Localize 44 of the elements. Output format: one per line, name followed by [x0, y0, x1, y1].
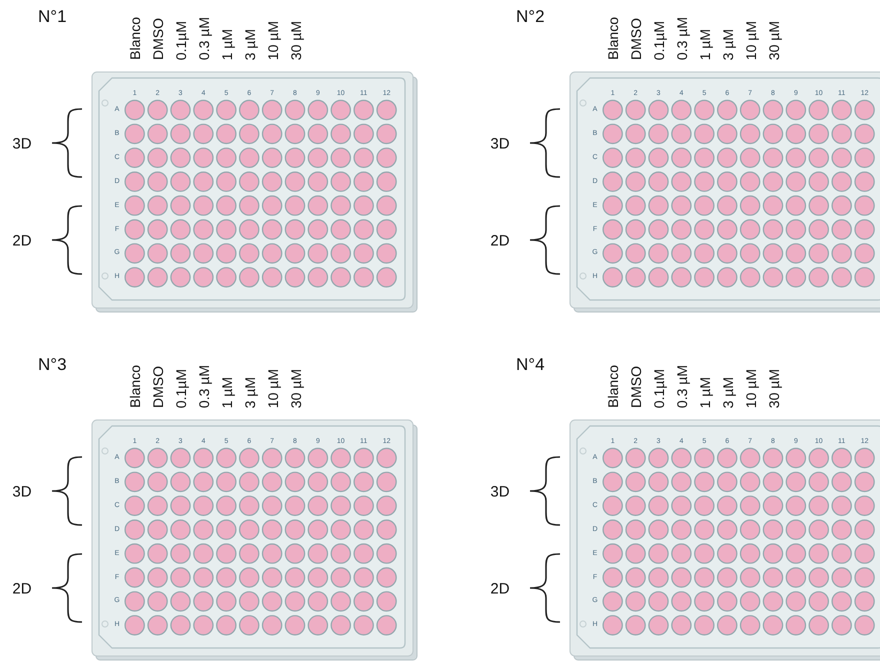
- column-header: Blanco: [127, 17, 144, 60]
- column-header: 0.3 µM: [196, 364, 212, 408]
- column-header: 30 µM: [288, 20, 304, 60]
- plate-title: N°2: [516, 7, 545, 27]
- group-label: 2D: [490, 232, 510, 250]
- group-label: 3D: [490, 484, 510, 500]
- column-header: Blanco: [605, 365, 622, 408]
- column-header: DMSO: [628, 18, 644, 60]
- plate-title: N°1: [38, 7, 67, 27]
- column-header: 3 µM: [720, 28, 736, 60]
- group-label: 3D: [12, 136, 32, 152]
- column-header: 1 µM: [696, 376, 713, 408]
- column-header: 10 µM: [264, 20, 281, 60]
- column-header: 10 µM: [742, 368, 759, 408]
- column-header: 10 µM: [264, 368, 281, 408]
- column-header: Blanco: [605, 17, 622, 60]
- column-header: 0.1µM: [173, 20, 189, 60]
- column-header: DMSO: [150, 18, 166, 60]
- column-header: 0.1µM: [173, 368, 189, 408]
- column-header: 1 µM: [218, 28, 235, 60]
- group-label: 2D: [490, 580, 510, 598]
- column-header: 0.3 µM: [674, 364, 690, 408]
- plate-title: N°4: [516, 355, 545, 375]
- column-header: 0.3 µM: [196, 16, 212, 60]
- column-header: 30 µM: [288, 368, 304, 408]
- group-label: 2D: [12, 232, 32, 250]
- column-header: 1 µM: [218, 376, 235, 408]
- column-header: DMSO: [628, 366, 644, 408]
- column-header: Blanco: [127, 365, 144, 408]
- group-label: 2D: [12, 580, 32, 598]
- plate-title: N°3: [38, 355, 67, 375]
- column-header: 3 µM: [242, 376, 258, 408]
- group-label: 3D: [12, 484, 32, 500]
- column-header: 3 µM: [720, 376, 736, 408]
- column-header: 1 µM: [696, 28, 713, 60]
- column-header: 0.1µM: [651, 20, 667, 60]
- column-header: 30 µM: [766, 20, 782, 60]
- column-header: 30 µM: [766, 368, 782, 408]
- column-header: 3 µM: [242, 28, 258, 60]
- group-label: 3D: [490, 136, 510, 152]
- column-header: 0.1µM: [651, 368, 667, 408]
- column-header: 0.3 µM: [674, 16, 690, 60]
- column-header: DMSO: [150, 366, 166, 408]
- column-header: 10 µM: [742, 20, 759, 60]
